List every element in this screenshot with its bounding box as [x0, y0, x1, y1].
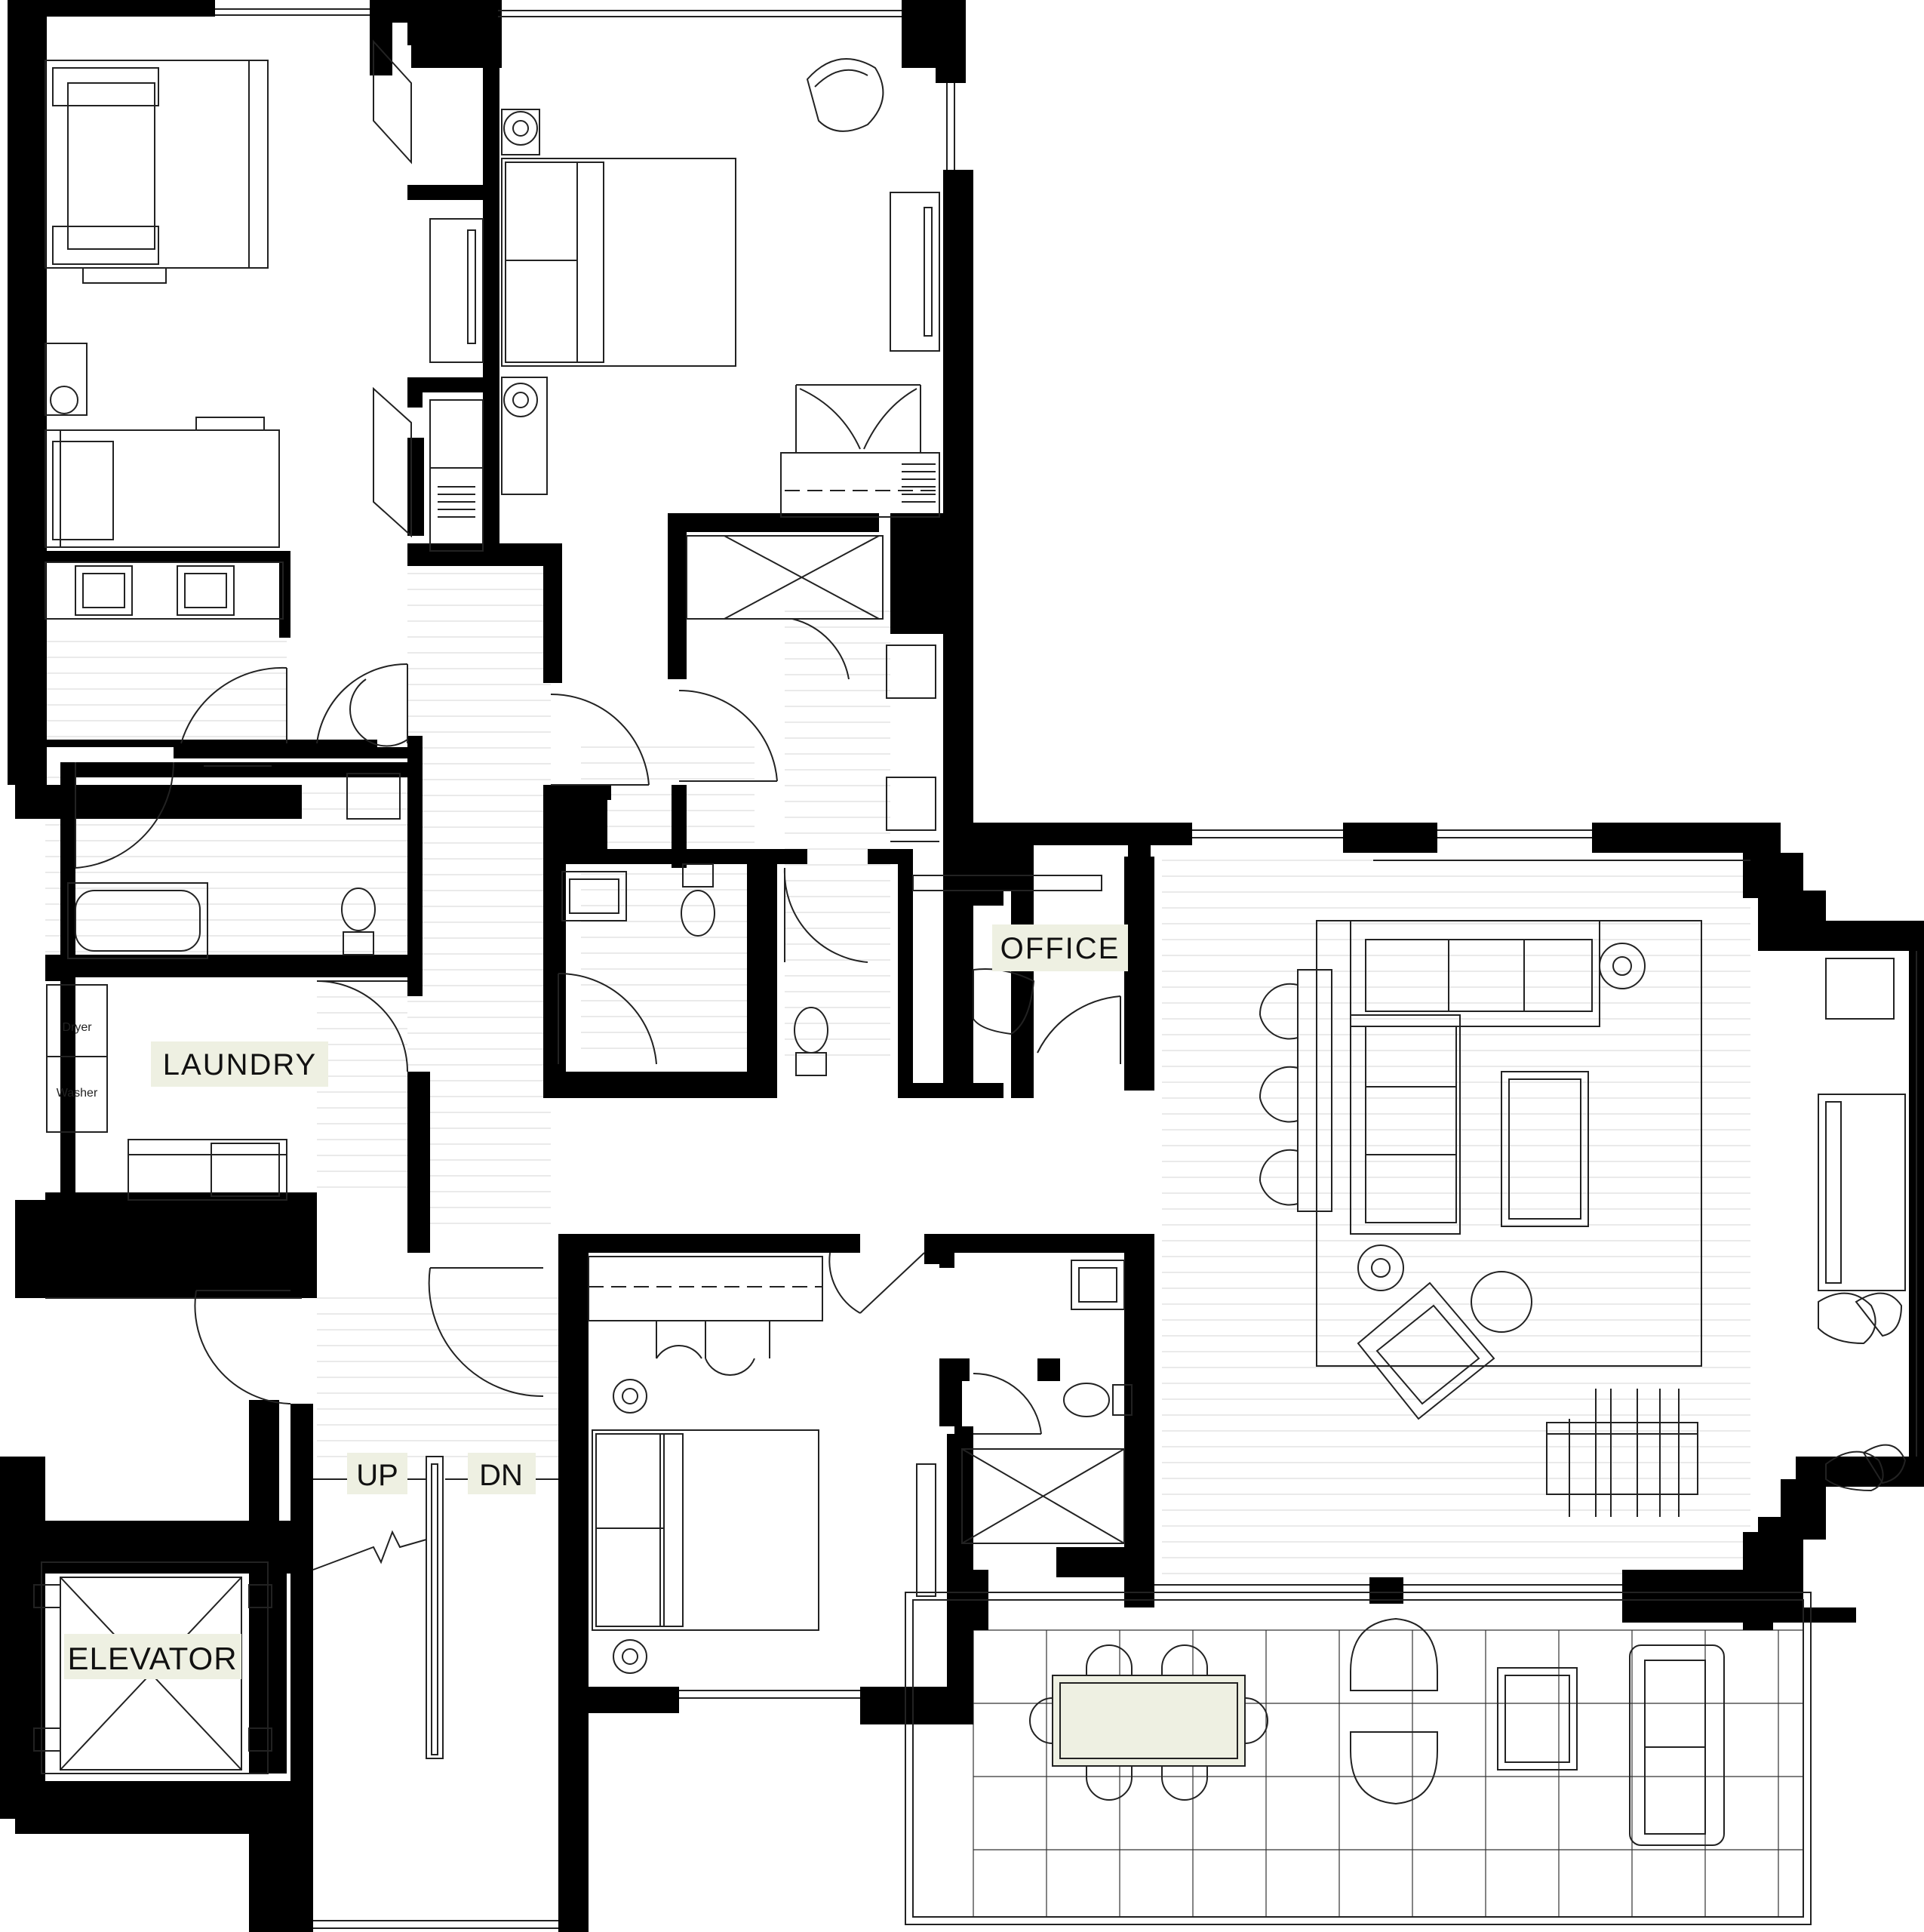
- closet-icon: [588, 1256, 823, 1321]
- stair-dn-label: DN: [468, 1453, 536, 1494]
- nightstand-lamp-icon: [45, 343, 88, 416]
- balcony-railing: [905, 1592, 1812, 1925]
- bar-stool-icon: [1259, 969, 1332, 1212]
- balcony-tiles: [973, 1629, 1803, 1917]
- sofa-icon: [1350, 920, 1600, 1235]
- sink-icon: [886, 645, 936, 831]
- shower-icon: [961, 1448, 1125, 1544]
- stair-break-icon: [312, 1530, 427, 1571]
- dresser-icon: [890, 192, 940, 352]
- nightstand-lamp-icon: [501, 109, 548, 495]
- sink-icon: [211, 1143, 280, 1197]
- floor-hatching: [45, 573, 1750, 1574]
- bed-icon: [501, 158, 736, 367]
- bed-icon: [45, 429, 280, 548]
- armchair-icon: [1818, 1292, 1907, 1492]
- dryer-label: Dryer: [62, 1021, 92, 1034]
- office-label: OFFICE: [992, 924, 1128, 971]
- armchair-icon: [1350, 1617, 1438, 1805]
- coffee-table-icon: [1501, 1071, 1589, 1227]
- bed-icon: [592, 1429, 819, 1631]
- side-table-icon: [1471, 1271, 1532, 1333]
- toilet-icon: [341, 888, 376, 955]
- stair-up-label-text: UP: [356, 1459, 398, 1492]
- bed-icon: [45, 60, 269, 269]
- toilet-icon: [794, 1007, 828, 1076]
- furniture: [33, 58, 1907, 1925]
- door-swing-icon: [75, 39, 1121, 1435]
- closet-icon: [429, 218, 484, 363]
- stair-icon: [312, 1456, 558, 1759]
- laundry-label-text: LAUNDRY: [163, 1048, 317, 1081]
- washer-icon: [46, 1056, 108, 1133]
- elevator-label-text: ELEVATOR: [67, 1641, 237, 1676]
- bathtub-icon: [67, 882, 208, 959]
- dining-chair-icon: [1029, 1644, 1268, 1801]
- stair-dn-label-text: DN: [479, 1459, 523, 1492]
- sink-icon: [75, 565, 235, 616]
- desk-icon: [912, 875, 1102, 891]
- closet-icon: [780, 452, 940, 518]
- stair-up-label: UP: [347, 1453, 407, 1494]
- elevator-car: [41, 1561, 269, 1774]
- laundry-label: LAUNDRY: [151, 1041, 328, 1087]
- toilet-icon: [681, 863, 715, 937]
- room-labels: OFFICE LAUNDRY ELEVATOR UP DN Dryer Wash…: [57, 924, 1128, 1679]
- desk-icon: [82, 267, 167, 284]
- washer-label: Washer: [57, 1087, 98, 1100]
- desk-icon: [195, 417, 265, 431]
- toilet-icon: [1063, 1383, 1133, 1417]
- dining-chair-icon: [1546, 1389, 1698, 1517]
- sink-icon: [561, 871, 627, 921]
- dining-table-icon: [1052, 1675, 1246, 1767]
- armchair-icon: [806, 58, 884, 132]
- nightstand-lamp-icon: [1357, 943, 1646, 1291]
- dresser-icon: [916, 1463, 936, 1597]
- closet-icon: [346, 773, 401, 820]
- armchair-icon: [1357, 1281, 1495, 1420]
- shower-icon: [686, 535, 884, 620]
- sofa-icon: [1629, 1644, 1725, 1846]
- side-table-icon: [1497, 1667, 1578, 1770]
- nightstand-lamp-icon: [613, 1379, 647, 1674]
- sink-icon: [1071, 1260, 1125, 1310]
- elevator-label: ELEVATOR: [64, 1634, 241, 1679]
- office-label-text: OFFICE: [1000, 932, 1120, 965]
